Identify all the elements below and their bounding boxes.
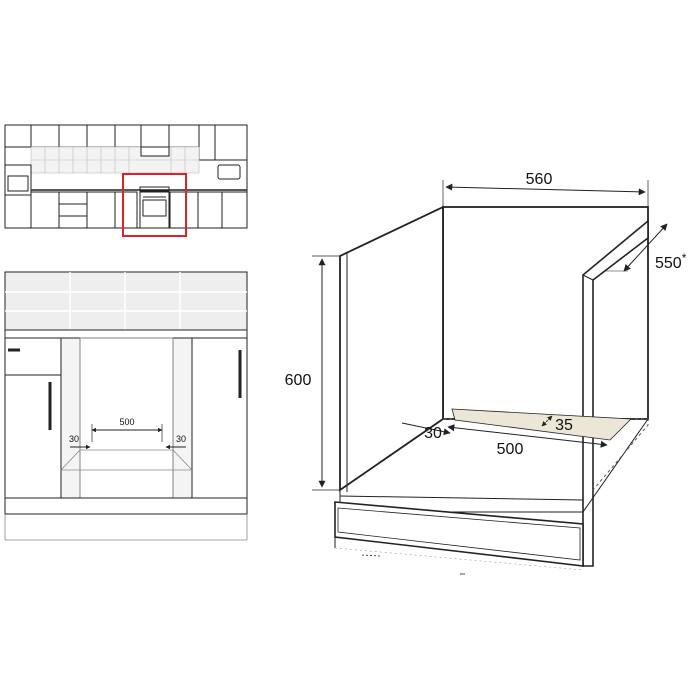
dim-label-vent-width: 500 [497,441,524,458]
kitchen-elevation [4,124,248,237]
kitchen-outline [4,124,248,229]
left-base-cabinet [4,337,62,499]
depth-asterisk: * [682,251,687,265]
dim-line-depth-550 [623,223,668,272]
dim-line-vent-offset [401,422,451,436]
freestanding-cooker-icon [139,186,170,229]
dim-label-right-gap: 30 [176,434,186,444]
dim-label-width-560: 560 [526,171,553,188]
microwave-icon [217,164,241,180]
left-side-panel [60,337,81,499]
left-side-panel [339,205,444,492]
dim-label-height-600: 600 [285,372,312,389]
enclosure-3d: 560 550* 600 30 500 35 [285,171,687,575]
dim-label-width: 500 [119,417,134,427]
countertop-slab [4,329,248,339]
dim-label-vent-depth: 35 [555,417,573,434]
plinth [4,497,248,515]
backsplash-tiles [30,146,200,174]
plinth-drawer [334,501,584,567]
dim-label-depth-550: 550* [655,251,687,272]
dim-line-vent-width [447,424,608,448]
back-panel [442,206,649,420]
dim-label-vent-offset: 30 [424,425,442,442]
base-cabinets [4,191,248,229]
cabinet-section: 500 30 30 [4,271,248,541]
range-hood [140,146,170,157]
dim-line-vent-depth [541,415,553,427]
right-side-panel [172,337,193,499]
dim-label-left-gap: 30 [69,434,79,444]
dim-line-width-560 [445,183,646,196]
cooker-highlight-box [122,173,187,237]
tiled-wall [4,271,248,331]
